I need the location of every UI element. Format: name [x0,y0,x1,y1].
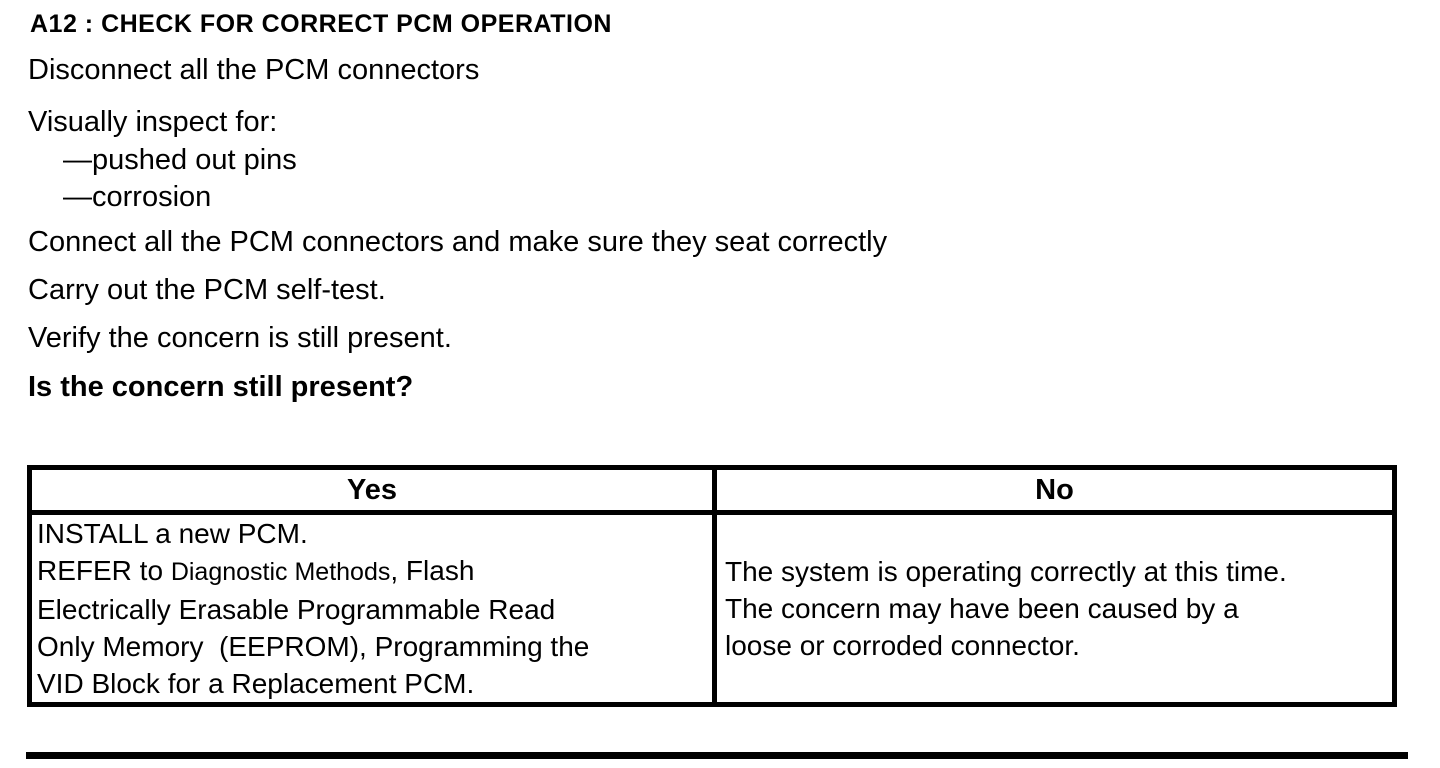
page-divider-rule [26,752,1408,759]
decision-table-body-row: INSTALL a new PCM. REFER to Diagnostic M… [27,510,1397,707]
yes-column-header: Yes [27,465,717,515]
step-verify-concern: Verify the concern is still present. [28,322,452,354]
no-action-line-2: The concern may have been caused by a [725,593,1239,624]
step-disconnect-connectors: Disconnect all the PCM connectors [28,54,480,86]
decision-table-header-row: Yes No [27,465,1397,515]
yes-action-line-1: INSTALL a new PCM. [37,518,308,549]
inspect-item-corrosion: —corrosion [63,181,212,213]
no-action-line-1: The system is operating correctly at thi… [725,556,1287,587]
section-heading: A12 : CHECK FOR CORRECT PCM OPERATION [30,10,612,38]
yes-action-line-2: REFER to Diagnostic Methods, Flash [32,552,712,591]
refer-suffix: , Flash [390,555,475,586]
step-self-test: Carry out the PCM self-test. [28,274,386,306]
step-visually-inspect: Visually inspect for: [28,106,278,138]
no-action-cell: The system is operating correctly at thi… [712,510,1397,707]
no-column-header: No [712,465,1397,515]
yes-action-line-3: Electrically Erasable Programmable Read [37,594,556,625]
step-connect-connectors: Connect all the PCM connectors and make … [28,226,888,258]
diagnostic-methods-reference: Diagnostic Methods [170,558,391,586]
yes-action-line-4: Only Memory (EEPROM), Programming the [37,631,590,662]
decision-table: Yes No INSTALL a new PCM. REFER to Diagn… [27,465,1397,707]
refer-prefix: REFER to [37,555,171,586]
decision-question: Is the concern still present? [28,371,414,403]
no-action-line-3: loose or corroded connector. [725,630,1080,661]
yes-action-cell: INSTALL a new PCM. REFER to Diagnostic M… [27,510,717,707]
yes-action-line-5: VID Block for a Replacement PCM. [37,668,475,699]
inspect-item-pushed-out-pins: —pushed out pins [63,144,297,176]
